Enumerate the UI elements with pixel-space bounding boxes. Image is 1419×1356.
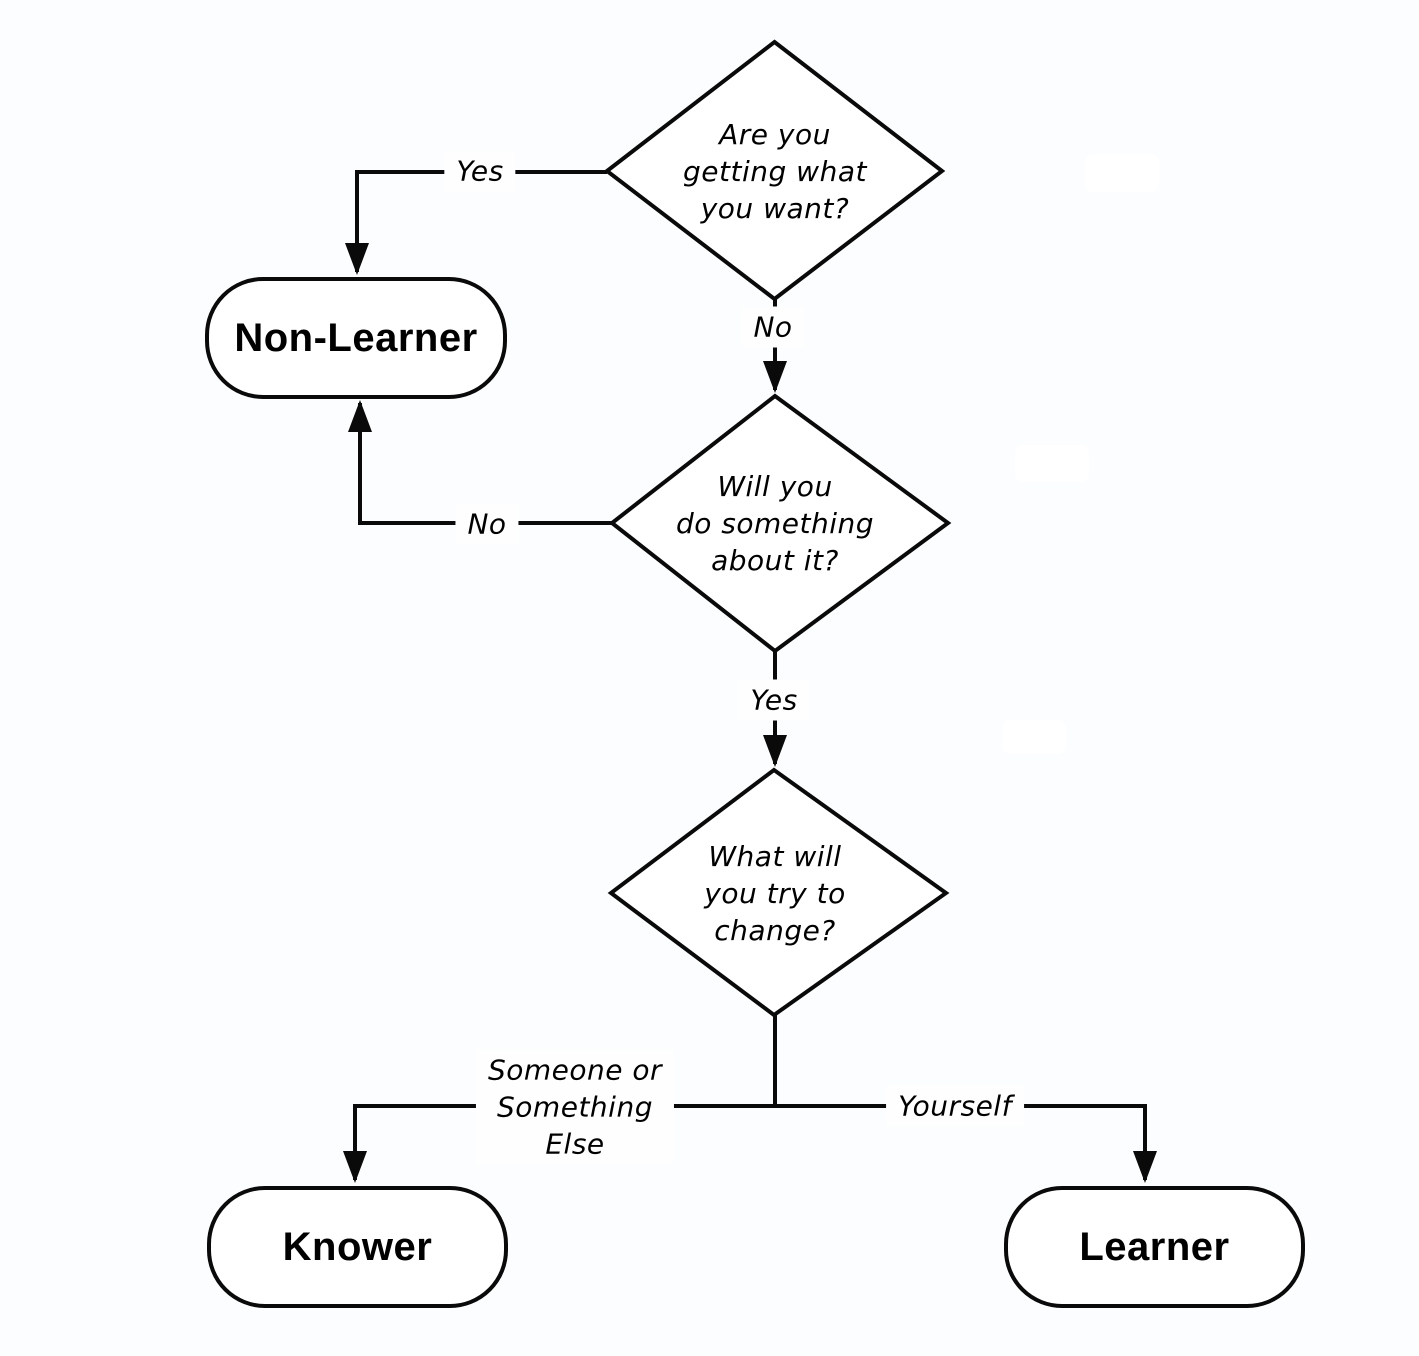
edge-label-yes: Yes xyxy=(738,679,810,721)
decision-2-question: Will you do something about it? xyxy=(675,469,875,577)
edge-d2-no-to-nonlearner xyxy=(348,400,612,525)
decision-diamond-3 xyxy=(607,767,950,1018)
decision-3-question: What will you try to change? xyxy=(704,839,846,947)
decision-diamond-2 xyxy=(608,393,952,654)
decision-1-question: Are you getting what you want? xyxy=(683,117,867,225)
edge-label-no: No xyxy=(455,503,519,545)
node-learner-label: Learner xyxy=(1079,1224,1230,1269)
edge-label-someone-or-something-else: Someone or Something Else xyxy=(475,1049,675,1165)
node-non-learner: Non-Learner xyxy=(205,277,507,399)
background-artifact-patch xyxy=(1085,154,1159,192)
edge-label-yourself: Yourself xyxy=(886,1085,1024,1127)
node-learner: Learner xyxy=(1004,1186,1305,1308)
node-non-learner-label: Non-Learner xyxy=(234,315,478,360)
background-artifact-patch xyxy=(1015,445,1089,482)
edge-d1-yes-to-nonlearner xyxy=(345,170,607,275)
decision-diamond-1 xyxy=(603,39,946,302)
node-knower-label: Knower xyxy=(282,1224,433,1269)
edge-label-yes: Yes xyxy=(444,150,516,192)
edge-label-no: No xyxy=(741,306,805,348)
node-knower: Knower xyxy=(207,1186,508,1308)
background-artifact-patch xyxy=(1002,720,1066,754)
